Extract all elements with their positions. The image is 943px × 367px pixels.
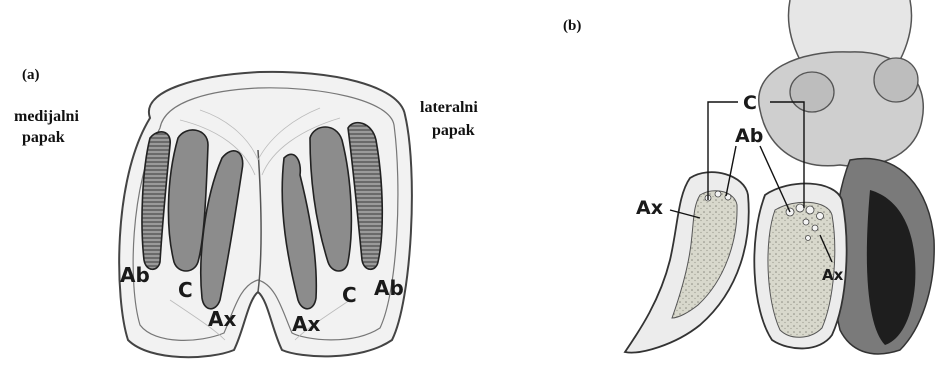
dewclaw-right: [874, 58, 918, 102]
lateral-claw-label-line1: lateralni: [420, 99, 478, 116]
medial-claw-label-line2: papak: [22, 129, 65, 146]
label-b-ab: Ab: [735, 125, 763, 147]
panel-a-tag: (a): [22, 67, 40, 83]
label-c-right: C: [342, 283, 357, 307]
dewclaw-left: [790, 72, 834, 112]
label-b-ax-left: Ax: [636, 197, 663, 219]
label-ax-right: Ax: [292, 312, 320, 336]
panel-b: (b) C: [563, 0, 934, 354]
label-ab-left: Ab: [120, 263, 150, 287]
label-ax-left: Ax: [208, 307, 236, 331]
panel-a: (a) medijalni papak lateralni papak Ab C…: [14, 67, 478, 357]
label-b-c: C: [743, 92, 757, 114]
panel-b-tag: (b): [563, 18, 581, 34]
leg-outline: [788, 0, 911, 60]
label-ab-right: Ab: [374, 276, 404, 300]
label-b-ax-right: Ax: [822, 266, 844, 284]
medial-claw-label-line1: medijalni: [14, 108, 79, 125]
lateral-claw-label-line2: papak: [432, 122, 475, 139]
label-c-left: C: [178, 278, 193, 302]
